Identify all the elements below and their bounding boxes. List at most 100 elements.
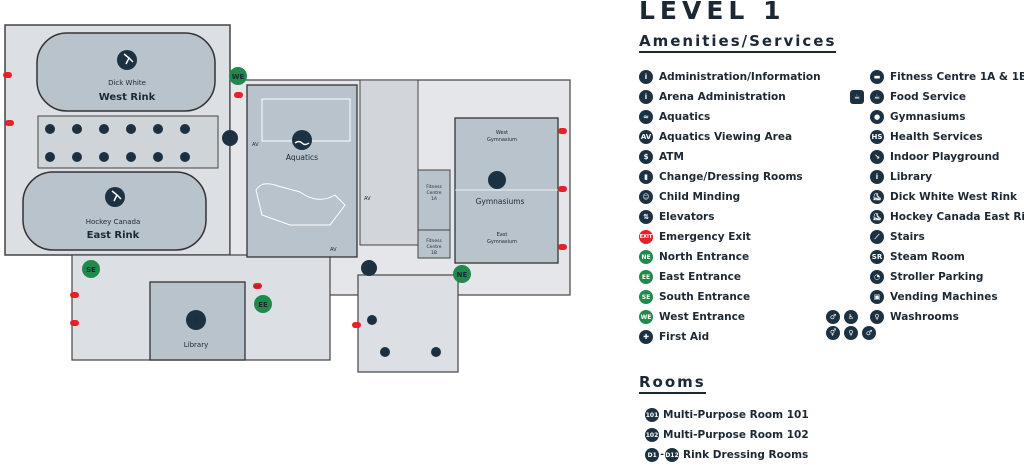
health-services-badge xyxy=(367,315,377,325)
washroom-women-icon: ♀ xyxy=(844,326,858,340)
dressing-room-badge xyxy=(72,152,82,162)
dressing-room-label: D10 xyxy=(100,128,107,132)
dressing-room-label: D4 xyxy=(129,156,135,160)
room-101-label: 101 xyxy=(382,351,389,355)
dressing-room-badge xyxy=(126,124,136,134)
fitness-1b-line1: Fitness xyxy=(426,238,442,244)
amenities-list-right: ▬ Fitness Centre 1A & 1B ☕Food Service●Gym… xyxy=(870,67,1024,327)
washroom-family-icon: ♂ xyxy=(826,310,840,324)
amenity-label: Indoor Playground xyxy=(890,151,1000,163)
fitness-1a-line2: Centre xyxy=(426,190,441,196)
skater-glyph xyxy=(123,53,134,65)
playground-icon: ↘ xyxy=(870,150,884,164)
amenity-label: Washrooms xyxy=(890,311,959,323)
av-icon: AV xyxy=(639,130,653,144)
amenities_right-9: SR Steam Room xyxy=(870,247,1024,267)
fitness-centre-1a[interactable] xyxy=(417,169,451,231)
hockey-glyph xyxy=(111,190,122,202)
north-entrance-marker[interactable] xyxy=(453,265,471,283)
fitness-1a-line1: Fitness xyxy=(426,184,442,190)
emergency-exit-10 xyxy=(253,283,262,289)
fitness-1b-line2: Centre xyxy=(426,244,441,250)
info-icon: i xyxy=(639,90,653,104)
east-gym-label-bottom: Gymnasium xyxy=(487,239,517,245)
stairs-icon: ⟋ xyxy=(870,230,884,244)
fitness-icon: ▬ xyxy=(870,70,884,84)
av-label-1: AV xyxy=(252,142,259,148)
amenity-label: East Entrance xyxy=(659,271,741,283)
change-room-icon: ▮ xyxy=(639,170,653,184)
leisure-pool-outline xyxy=(255,183,346,226)
stroller-icon: ◔ xyxy=(870,270,884,284)
fitness-1b-line3: 1B xyxy=(431,250,437,256)
child-minding-icon: ☺ xyxy=(639,190,653,204)
food-service-icon: ☕ xyxy=(870,90,884,104)
administration-info-glyph: i xyxy=(229,134,232,145)
dressing-room-label: D7 xyxy=(183,128,188,132)
skater-icon: ⛸ xyxy=(870,190,884,204)
emergency-exit-3 xyxy=(234,92,243,98)
room-badge: 102 xyxy=(619,428,659,442)
fitness-centre-1b[interactable] xyxy=(417,229,451,259)
amenities_left-7: ⇅ Elevators xyxy=(639,207,821,227)
gymnasium-hall[interactable] xyxy=(454,117,559,264)
dressing-room-badge xyxy=(180,124,190,134)
room-number-icon: 101 xyxy=(645,408,659,422)
amenity-label: First Aid xyxy=(659,331,710,343)
amenity-label: Library xyxy=(890,171,933,183)
swimmer-icon: ≈ xyxy=(639,110,653,124)
amenities_right-0: ▬ Fitness Centre 1A & 1B xyxy=(870,67,1024,87)
dressing-room-badge xyxy=(126,152,136,162)
amenity-label: Steam Room xyxy=(890,251,965,263)
amenity-label: Elevators xyxy=(659,211,715,223)
south-entrance-marker[interactable] xyxy=(82,260,100,278)
east-rink[interactable] xyxy=(22,171,207,251)
food-service-icon: ☕ xyxy=(850,90,864,104)
amenities_right-4: ↘ Indoor Playground xyxy=(870,147,1024,167)
administration-info-icon[interactable] xyxy=(222,130,238,146)
room-number-icon: D12 xyxy=(665,448,679,462)
amenity-label: Stairs xyxy=(890,231,925,243)
emergency-exit-label: EXIT xyxy=(254,285,261,289)
room-number-icon: 102 xyxy=(645,428,659,442)
west-entrance-label: WE xyxy=(232,73,245,81)
sr-icon: SR xyxy=(870,250,884,264)
room-102-badge xyxy=(431,347,441,357)
amenities_right-2: ●Gymnasiums xyxy=(870,107,1024,127)
arena-administration-glyph: i xyxy=(368,264,371,275)
west-entrance-marker[interactable] xyxy=(229,67,247,85)
washroom-accessible-icon: ♿ xyxy=(844,310,858,324)
aquatics-hall[interactable] xyxy=(246,84,358,258)
dressing-room-label: D12 xyxy=(46,128,53,132)
west-gym-label-top: West xyxy=(496,130,508,136)
amenity-label: Health Services xyxy=(890,131,983,143)
av-label-2: AV xyxy=(330,247,337,253)
west-rink[interactable] xyxy=(36,32,216,112)
ee-icon: EE xyxy=(639,270,653,284)
skater-icon xyxy=(117,50,137,70)
elevator-icon: ⇅ xyxy=(639,210,653,224)
east-entrance-marker[interactable] xyxy=(254,295,272,313)
amenity-label: Fitness Centre 1A & 1B xyxy=(890,71,1024,83)
room-number-icon: D1 xyxy=(645,448,660,462)
amenities_right-1: ☕Food Service xyxy=(870,87,1024,107)
emergency-exit-8 xyxy=(70,320,79,326)
info-icon: i xyxy=(639,70,653,84)
arena-administration-icon[interactable] xyxy=(361,260,377,276)
room-label: Multi-Purpose Room 101 xyxy=(663,409,809,421)
swimmer-icon xyxy=(292,130,312,150)
vending-icon: ▣ xyxy=(870,290,884,304)
amenities_right-12: ♀Washrooms xyxy=(870,307,1024,327)
dressing-room-label: D3 xyxy=(102,156,107,160)
service-core xyxy=(359,79,419,246)
aquatics-label: Aquatics xyxy=(286,153,318,162)
washroom-men-icon: ♂ xyxy=(862,326,876,340)
library-icon xyxy=(186,310,206,330)
